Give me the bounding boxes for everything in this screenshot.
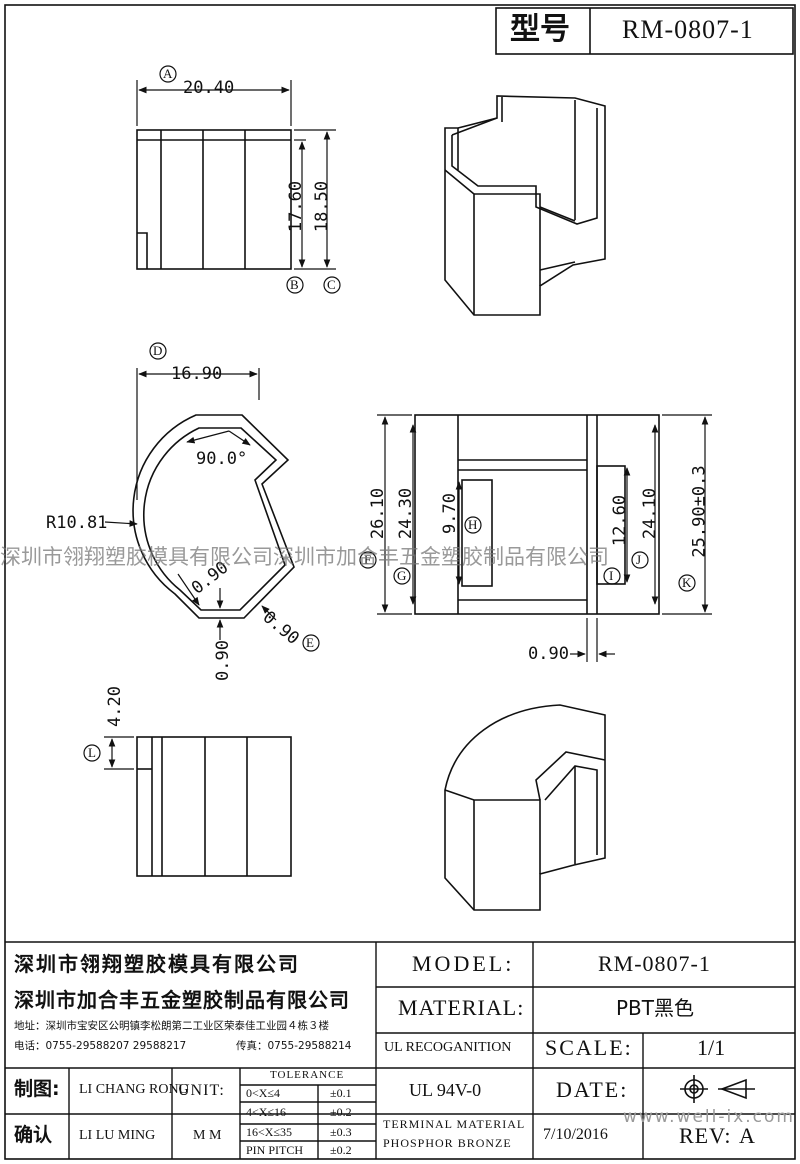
drawn-by: LI CHANG RONG — [79, 1082, 189, 1097]
dim-h-value: 9.70 — [439, 493, 460, 534]
scale-label: SCALE: — [545, 1035, 633, 1060]
scale-value: 1/1 — [697, 1035, 726, 1060]
tol-value-3: ±0.3 — [330, 1125, 352, 1139]
balloon-d — [149, 342, 167, 360]
unit-value: M M — [193, 1128, 222, 1143]
balloon-c — [323, 276, 341, 294]
ul-value: UL 94V-0 — [409, 1080, 482, 1100]
dim-c-value: 18.50 — [312, 180, 333, 233]
tol-value-2: ±0.2 — [330, 1105, 352, 1119]
unit-label: UNIT: — [178, 1082, 225, 1099]
rear-view — [136, 736, 292, 877]
balloon-e — [302, 634, 320, 652]
balloon-e-letter: E — [306, 635, 314, 650]
dim-g-value: 24.30 — [396, 487, 417, 540]
title-block — [5, 941, 795, 1159]
top-view — [132, 414, 295, 619]
company-name-2: 深圳市加合丰五金塑胶制品有限公司 — [14, 988, 350, 1012]
date-label: DATE: — [556, 1077, 629, 1102]
terminal-material-label: TERMINAL MATERIAL — [383, 1117, 526, 1131]
ul-label: UL RECOGANITION — [384, 1040, 512, 1055]
rear-view-dims — [104, 736, 134, 770]
balloon-a-letter: A — [163, 66, 173, 81]
header-box — [495, 7, 794, 55]
dim-d-value: 16.90 — [171, 364, 223, 384]
header-model-value: RM-0807-1 — [622, 15, 754, 44]
dim-l-value: 4.20 — [104, 686, 125, 727]
watermark: 深圳市翎翔塑胶模具有限公司深圳市加合丰五金塑胶制品有限公司 — [0, 545, 609, 569]
dimension-b-c — [294, 129, 336, 270]
dim-i-value: 12.60 — [610, 494, 631, 547]
tol-range-4: PIN PITCH — [246, 1143, 304, 1157]
dim-f-value: 26.10 — [368, 487, 389, 540]
balloon-c-letter: C — [327, 277, 336, 292]
company-address: 地址：深圳市宝安区公明镇李松朗第二工业区荣泰佳工业园４栋３楼 — [14, 1020, 329, 1032]
sheet-border — [4, 4, 796, 1160]
dim-j-value: 24.10 — [640, 487, 661, 540]
balloon-h — [464, 516, 482, 534]
balloon-b-letter: B — [290, 277, 299, 292]
model-label: MODEL: — [412, 951, 515, 976]
dim-radius: R10.81 — [46, 513, 108, 533]
balloon-f-letter: F — [364, 552, 372, 567]
date-value: 7/10/2016 — [543, 1126, 608, 1143]
company-phone: 电话：0755-29588207 29588217 — [14, 1040, 187, 1052]
balloon-a — [159, 65, 177, 83]
drawn-label: 制图: — [14, 1078, 60, 1100]
dim-bottom-wall: 0.90 — [528, 644, 569, 664]
tolerance-title: TOLERANCE — [270, 1069, 345, 1081]
balloon-i-letter: I — [609, 568, 614, 583]
dim-angle: 90.0° — [196, 449, 248, 469]
tol-range-2: 4<X≤16 — [246, 1105, 287, 1119]
balloon-i — [603, 567, 621, 585]
rev-value: A — [739, 1123, 755, 1148]
tol-value-4: ±0.2 — [330, 1143, 352, 1157]
dim-wall-bottom: 0.90 — [212, 640, 233, 681]
balloon-k-letter: K — [682, 575, 692, 590]
balloon-b — [286, 276, 304, 294]
projection-symbol-icon — [680, 1075, 755, 1103]
dim-a-value: 20.40 — [183, 78, 235, 98]
material-value: PBT黑色 — [616, 996, 694, 1020]
material-label: MATERIAL: — [398, 995, 525, 1020]
balloon-h-letter: H — [468, 517, 478, 532]
tol-value-1: ±0.1 — [330, 1086, 352, 1100]
watermark-site: www.well-ix.com — [623, 1107, 795, 1127]
dim-b-value: 17.60 — [286, 180, 307, 233]
front-view — [136, 129, 292, 270]
checked-label: 确认 — [14, 1124, 53, 1146]
rev-label: REV: — [679, 1123, 732, 1148]
tol-range-3: 16<X≤35 — [246, 1125, 293, 1139]
header-model-label: 型号 — [510, 12, 570, 47]
terminal-material-value: PHOSPHOR BRONZE — [383, 1136, 512, 1150]
balloon-l-letter: L — [88, 745, 96, 760]
balloon-l — [83, 744, 101, 762]
dimension-a — [136, 80, 292, 126]
balloon-j-letter: J — [636, 552, 642, 567]
company-fax: 传真：0755-29588214 — [236, 1040, 352, 1052]
iso-view-bottom — [444, 704, 606, 911]
company-name-1: 深圳市翎翔塑胶模具有限公司 — [14, 952, 300, 976]
iso-view-top — [444, 95, 606, 316]
side-view-dims — [377, 414, 712, 662]
balloon-d-letter: D — [153, 343, 163, 358]
tol-range-1: 0<X≤4 — [246, 1086, 281, 1100]
balloon-j — [631, 551, 649, 569]
balloon-k — [678, 574, 696, 592]
top-view-dims — [104, 368, 277, 640]
checked-by: LI LU MING — [79, 1128, 156, 1143]
model-value: RM-0807-1 — [598, 951, 711, 976]
balloon-g-letter: G — [397, 568, 407, 583]
balloon-f — [359, 551, 377, 569]
balloon-g — [393, 567, 411, 585]
